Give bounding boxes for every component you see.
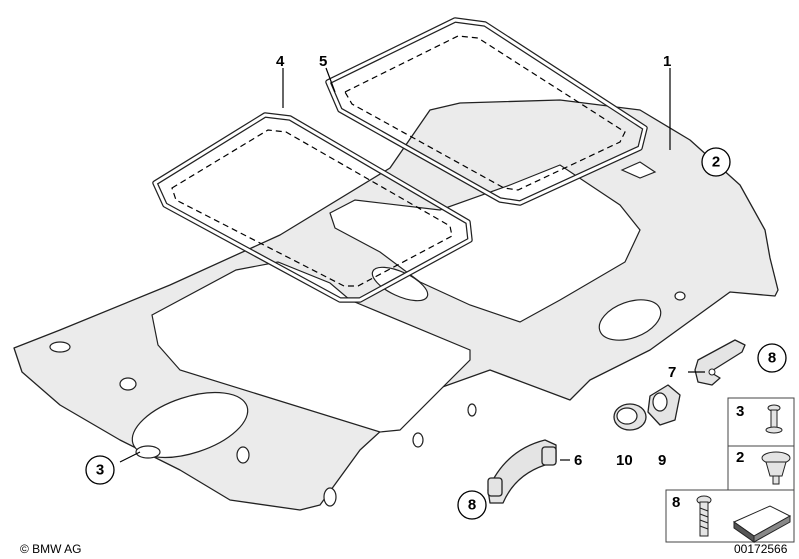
material-sample-icon	[732, 505, 792, 543]
callout-9: 9	[658, 452, 666, 469]
sunroof-frame-rear	[152, 112, 473, 303]
callout-2: 2	[712, 154, 720, 171]
callout-5: 5	[319, 53, 327, 70]
leader-lines	[119, 67, 705, 463]
diagram-number: 00172566	[734, 542, 788, 556]
coat-hook-bracket	[694, 339, 746, 386]
expanding-clip-icon	[761, 451, 791, 485]
callout-4: 4	[276, 53, 285, 70]
legend-number-3: 3	[736, 403, 744, 420]
screw-icon	[696, 495, 712, 537]
callout-8a: 8	[768, 350, 776, 367]
sunroof-frame-front	[325, 17, 648, 206]
callout-7: 7	[668, 364, 676, 381]
callout-6: 6	[574, 452, 582, 469]
callout-8b-circled: 8	[457, 490, 487, 520]
callout-8a-circled: 8	[757, 343, 787, 373]
legend-number-2: 2	[736, 449, 744, 466]
clip-part-9	[647, 384, 681, 426]
callout-3: 3	[96, 462, 104, 479]
callout-3-circled: 3	[85, 455, 115, 485]
rivet-icon	[765, 404, 783, 434]
grab-handle-bracket	[487, 439, 557, 504]
headliner-panel	[13, 99, 779, 511]
callout-8b: 8	[468, 497, 476, 514]
legend-number-8: 8	[672, 494, 680, 511]
callout-10: 10	[616, 452, 633, 469]
callout-1: 1	[663, 53, 671, 70]
copyright-text: © BMW AG	[20, 542, 82, 556]
legend-panel: 3 2 8	[665, 397, 795, 543]
cap-part-10	[613, 403, 647, 431]
callout-2-circled: 2	[701, 147, 731, 177]
